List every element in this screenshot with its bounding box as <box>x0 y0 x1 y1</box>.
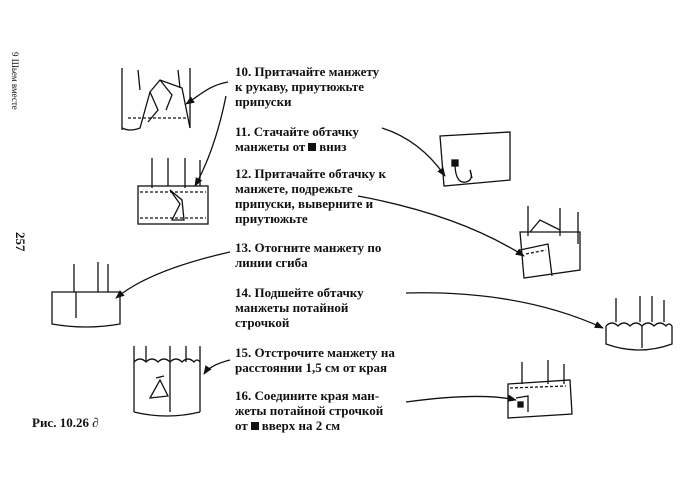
step-text-line: от <box>235 418 248 433</box>
arrow-16 <box>405 394 517 403</box>
step-text-line: к рукаву, приутюжьте <box>235 79 365 94</box>
arrow-10 <box>185 81 229 105</box>
step-text-line: расстоянии 1,5 см от края <box>235 360 388 375</box>
step-text-line: манжеты от <box>235 139 306 154</box>
step-13: 13. Отогните манжету по линии сгиба <box>235 240 381 270</box>
step-text-line: жеты потайной строчкой <box>235 403 384 418</box>
arrow-13 <box>115 251 231 299</box>
arrow-14 <box>405 292 604 329</box>
figure-caption: Рис. 10.26 ∂ <box>32 415 99 430</box>
step-text-line: Притачайте манжету <box>254 64 380 79</box>
step-number: 12. <box>235 166 252 181</box>
step-text-line: Притачайте обтачку к <box>254 166 387 181</box>
step-text-line: манжеты потайной <box>235 300 349 315</box>
cuff-corner-illustration-16 <box>507 360 573 419</box>
step-number: 10. <box>235 64 252 79</box>
step-text-line: припуски <box>235 94 292 109</box>
step-14: 14. Подшейте обтачку манжеты потайной ст… <box>235 285 364 330</box>
cuff-facing-panel-illustration-11 <box>439 131 511 187</box>
side-header: 9 Шьем вместе <box>10 52 20 110</box>
arrow-11 <box>381 127 446 177</box>
step-number: 13. <box>235 240 252 255</box>
step-number: 16. <box>235 388 252 403</box>
step-text-line: линии сгиба <box>235 255 308 270</box>
cuff-facing-illustration-12 <box>137 158 209 225</box>
cuff-hem-illustration-14 <box>605 296 673 351</box>
step-11: 11. Стачайте обтачку манжеты от вниз <box>235 124 359 154</box>
step-text-line: Отогните манжету по <box>254 240 382 255</box>
step-text-line: манжете, подрежьте <box>235 181 353 196</box>
arrow-15 <box>203 359 231 375</box>
step-number: 11. <box>235 124 251 139</box>
step-text-line: вниз <box>319 139 347 154</box>
step-text-line: приутюжьте <box>235 211 308 226</box>
step-text-line: Стачайте обтачку <box>253 124 359 139</box>
step-text-line: Подшейте обтачку <box>254 285 364 300</box>
step-12: 12. Притачайте обтачку к манжете, подреж… <box>235 166 386 226</box>
step-15: 15. Отстрочите манжету на расстоянии 1,5… <box>235 345 395 375</box>
arrow-12 <box>357 195 525 257</box>
step-text-line: припуски, выверните и <box>235 196 374 211</box>
step-text-line: строчкой <box>235 315 290 330</box>
step-16: 16. Соедините края ман- жеты потайной ст… <box>235 388 383 433</box>
step-10: 10. Притачайте манжету к рукаву, приутюж… <box>235 64 379 109</box>
step-text-line: Соедините края ман- <box>254 388 380 403</box>
step-number: 14. <box>235 285 252 300</box>
step-number: 15. <box>235 345 252 360</box>
folded-cuff-illustration-13 <box>51 262 121 328</box>
page-number: 257 <box>13 232 28 252</box>
arrow-10b <box>194 95 227 187</box>
sleeve-cuff-illustration-10 <box>121 68 191 131</box>
step-text-line: Отстрочите манжету на <box>254 345 395 360</box>
step-text-line: вверх на 2 см <box>261 418 341 433</box>
black-square-icon <box>250 422 259 430</box>
cuff-topstitch-illustration-15 <box>133 346 201 417</box>
black-square-icon <box>308 143 317 151</box>
turned-cuff-illustration-12 <box>519 206 581 279</box>
